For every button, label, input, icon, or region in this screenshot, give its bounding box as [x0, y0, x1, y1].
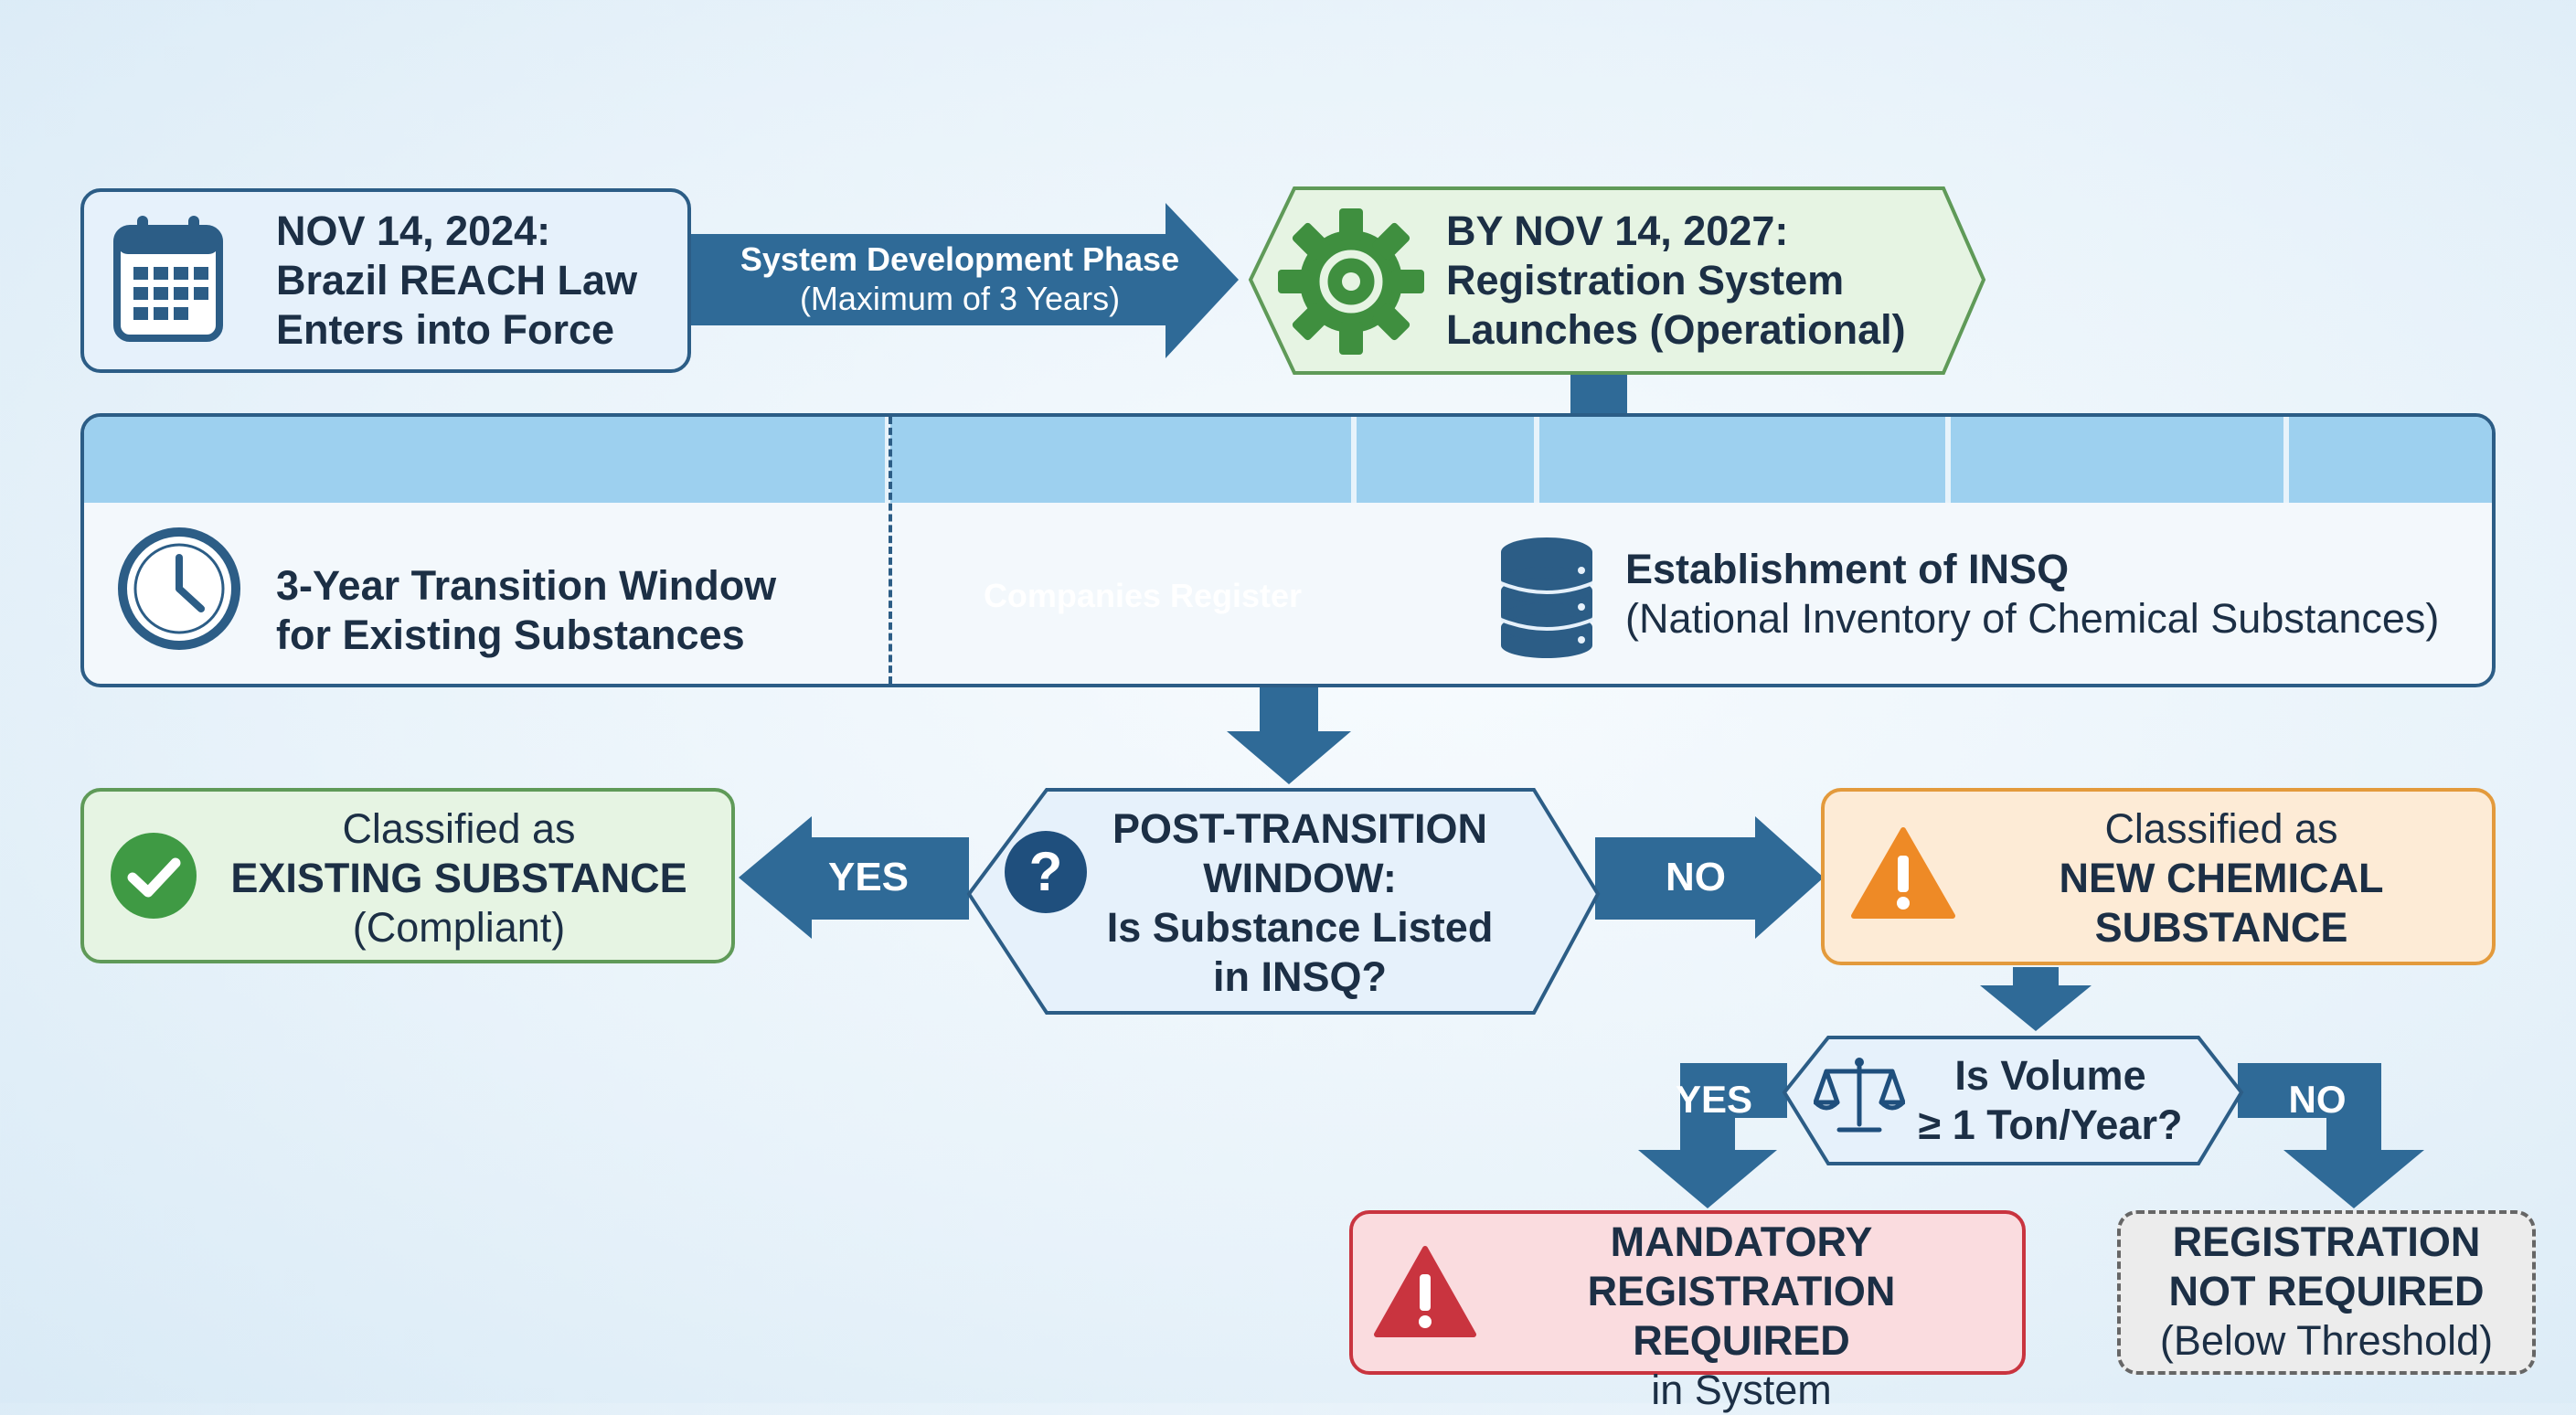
mandatory-registration-box	[1349, 1210, 2026, 1375]
decision2-hexagon	[1782, 1036, 2244, 1165]
mandatory-registration-text: MANDATORY REGISTRATION REQUIRED in Syste…	[1481, 1218, 2002, 1415]
transition-panel	[80, 413, 2496, 687]
step1-date: NOV 14, 2024:	[276, 207, 551, 254]
transition-window-text: 3-Year Transition Window for Existing Su…	[276, 561, 861, 660]
warning-icon	[1851, 827, 1955, 919]
not-required-box	[2117, 1210, 2536, 1375]
yes-arrow-down	[1638, 1063, 1787, 1208]
timeline-segment	[1945, 417, 1951, 503]
decision1-yes-label: YES	[827, 855, 910, 899]
down-arrow-to-volume	[1980, 967, 2092, 1031]
phase-line1: System Development Phase	[740, 240, 1180, 278]
insq-subtitle: (National Inventory of Chemical Substanc…	[1625, 595, 2440, 642]
decision2-line2: ≥ 1 Ton/Year?	[1918, 1101, 2183, 1148]
decision2-line1: Is Volume	[1954, 1052, 2146, 1099]
decision1-line4: in INSQ?	[1213, 953, 1387, 1000]
scale-icon	[1814, 1058, 1905, 1133]
step1-line3: Enters into Force	[276, 306, 615, 353]
step2-hexagon	[1248, 186, 1986, 375]
no-arrow-right	[1595, 816, 1824, 939]
check-icon	[111, 833, 197, 919]
decision1-no-label: NO	[1666, 855, 1726, 899]
new-line1: Classified as	[2104, 805, 2338, 852]
timeline-segment	[2283, 417, 2289, 503]
existing-substance-text: Classified as EXISTING SUBSTANCE (Compli…	[212, 804, 706, 952]
database-icon	[1500, 537, 1593, 658]
decision1-text: POST-TRANSITION WINDOW: Is Substance Lis…	[1093, 804, 1506, 1002]
step2-line3: Launches (Operational)	[1446, 306, 1906, 353]
transition-line2: for Existing Substances	[276, 612, 745, 658]
timeline-segment	[1351, 417, 1357, 503]
development-phase-arrow	[687, 203, 1239, 358]
decision1-hexagon	[966, 788, 1601, 1015]
companies-register-label: Companies Register	[983, 577, 1303, 614]
step1-line2: Brazil REACH Law	[276, 257, 638, 303]
decision1-line1: POST-TRANSITION	[1112, 805, 1487, 852]
existing-line3: (Compliant)	[352, 904, 566, 951]
decision1-line3: Is Substance Listed	[1106, 904, 1494, 951]
not-required-line2: NOT REQUIRED	[2168, 1268, 2485, 1314]
law-enters-force-text: NOV 14, 2024: Brazil REACH Law Enters in…	[276, 207, 678, 355]
insq-title: Establishment of INSQ	[1625, 546, 2070, 592]
mandatory-line3: in System	[1651, 1367, 1832, 1413]
timeline-bar	[84, 417, 2492, 503]
not-required-line3: (Below Threshold)	[2159, 1317, 2494, 1364]
gear-icon	[1278, 208, 1424, 355]
not-required-line1: REGISTRATION	[2172, 1218, 2481, 1265]
question-icon: ?	[1005, 831, 1087, 913]
mandatory-line2: REGISTRATION REQUIRED	[1587, 1268, 1896, 1364]
yes-arrow-left	[739, 816, 969, 939]
decision1-line2: WINDOW:	[1203, 855, 1397, 901]
clock-icon	[118, 527, 240, 650]
timeline-divider	[889, 417, 892, 684]
phase-line2: (Maximum of 3 Years)	[799, 280, 1121, 317]
development-phase-label: System Development Phase (Maximum of 3 Y…	[695, 239, 1225, 318]
existing-line2: EXISTING SUBSTANCE	[230, 855, 687, 901]
decision2-no-label: NO	[2288, 1078, 2347, 1121]
down-arrow-to-decision	[1227, 687, 1351, 784]
existing-line1: Classified as	[342, 805, 576, 852]
mandatory-line1: MANDATORY	[1610, 1218, 1873, 1265]
step2-line2: Registration System	[1446, 257, 1845, 303]
timeline-segment	[885, 417, 890, 503]
new-substance-text: Classified as NEW CHEMICAL SUBSTANCE	[1965, 804, 2477, 952]
new-substance-box	[1821, 788, 2496, 965]
no-arrow-down	[2238, 1063, 2424, 1208]
alert-icon	[1374, 1246, 1476, 1337]
new-line3: SUBSTANCE	[2094, 904, 2348, 951]
decision2-text: Is Volume ≥ 1 Ton/Year?	[1909, 1051, 2192, 1150]
transition-line1: 3-Year Transition Window	[276, 562, 777, 609]
decision2-yes-label: YES	[1675, 1078, 1753, 1121]
svg-text:?: ?	[1029, 841, 1063, 902]
step2-date: BY NOV 14, 2027:	[1446, 207, 1789, 254]
new-line2: NEW CHEMICAL	[2059, 855, 2384, 901]
timeline-segment	[1534, 417, 1539, 503]
insq-text: Establishment of INSQ (National Inventor…	[1625, 545, 2466, 644]
system-launch-text: BY NOV 14, 2027: Registration System Lau…	[1446, 207, 1958, 355]
calendar-icon	[113, 216, 223, 342]
not-required-text: REGISTRATION NOT REQUIRED (Below Thresho…	[2121, 1218, 2532, 1366]
connector-step2-timeline	[1570, 373, 1627, 420]
